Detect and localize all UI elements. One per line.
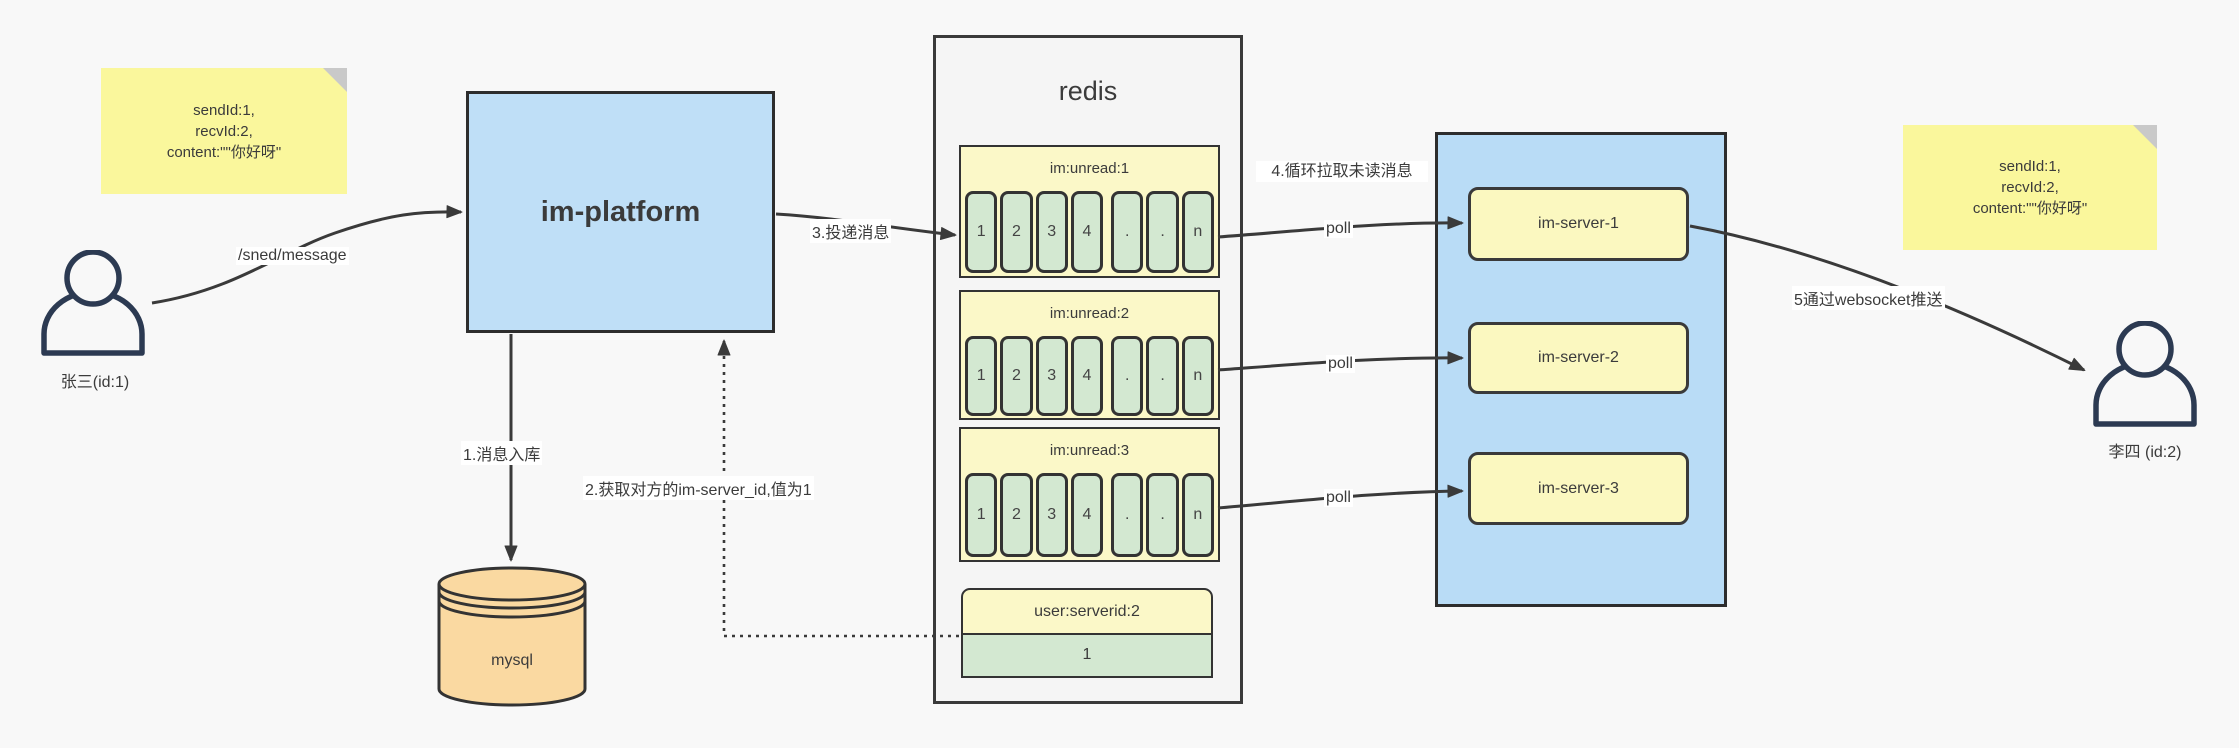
note-fold-icon bbox=[2133, 125, 2157, 149]
queue-cell: . bbox=[1146, 336, 1179, 416]
note-line: content:""你好呀" bbox=[1972, 200, 2088, 217]
note-line: sendId:1, bbox=[193, 101, 255, 119]
queue-cell: 3 bbox=[1035, 336, 1068, 416]
edge-label-poll-1: poll bbox=[1324, 220, 1353, 238]
edge-label-step1: 1.消息入库 bbox=[461, 441, 543, 465]
queue-cell: . bbox=[1111, 191, 1144, 273]
queue-im-unread-1: im:unread:1 1 2 3 4 . . n bbox=[959, 145, 1220, 278]
im-server-1-node: im-server-1 bbox=[1468, 187, 1689, 261]
im-server-3-label: im-server-3 bbox=[1538, 479, 1619, 497]
edge-label-poll-2: poll bbox=[1326, 355, 1355, 373]
note-fold-icon bbox=[323, 68, 347, 92]
queue-cell: 2 bbox=[1000, 473, 1033, 557]
queue-cell: 4 bbox=[1070, 336, 1104, 416]
note-message-left: sendId:1, recvId:2, content:""你好呀" bbox=[101, 68, 347, 194]
kv-value-label: 1 bbox=[961, 635, 1213, 678]
edge-label-poll-3: poll bbox=[1324, 489, 1353, 507]
queue-cell: . bbox=[1146, 191, 1179, 273]
queue-name: im:unread:3 bbox=[1049, 442, 1130, 459]
edge-label-step5: 5通过websocket推送 bbox=[1792, 286, 1945, 310]
note-line: recvId:2, bbox=[2001, 179, 2059, 196]
queue-im-unread-2: im:unread:2 1 2 3 4 . . n bbox=[959, 290, 1220, 420]
person-receiver-label: 李四 (id:2) bbox=[2108, 444, 2182, 461]
queue-cell: n bbox=[1181, 336, 1214, 416]
im-platform-label: im-platform bbox=[540, 195, 701, 228]
note-line: content:""你好呀" bbox=[166, 143, 282, 161]
person-sender-icon bbox=[41, 250, 145, 356]
im-server-3-node: im-server-3 bbox=[1468, 452, 1689, 525]
queue-name: im:unread:1 bbox=[1049, 160, 1130, 177]
queue-cell: . bbox=[1111, 336, 1144, 416]
queue-cell: 1 bbox=[965, 336, 998, 416]
kv-key-label: user:serverid:2 bbox=[961, 588, 1213, 635]
person-sender-label: 张三(id:1) bbox=[60, 374, 130, 391]
queue-cell: 2 bbox=[1000, 336, 1033, 416]
queue-cells: 1 2 3 4 . . n bbox=[961, 191, 1218, 273]
im-server-1-label: im-server-1 bbox=[1538, 215, 1619, 232]
kv-user-serverid: user:serverid:2 1 bbox=[961, 588, 1213, 678]
person-receiver-icon bbox=[2093, 321, 2197, 427]
queue-cell: n bbox=[1181, 473, 1214, 557]
im-server-2-label: im-server-2 bbox=[1538, 349, 1619, 366]
edge-label-step2: 2.获取对方的im-server_id,值为1 bbox=[583, 476, 814, 500]
queue-name: im:unread:2 bbox=[1049, 305, 1130, 322]
redis-title: redis bbox=[1058, 76, 1118, 106]
note-message-right: sendId:1, recvId:2, content:""你好呀" bbox=[1903, 125, 2157, 250]
queue-cells: 1 2 3 4 . . n bbox=[961, 336, 1218, 416]
queue-cell: n bbox=[1181, 191, 1214, 273]
im-server-2-node: im-server-2 bbox=[1468, 322, 1689, 394]
note-line: recvId:2, bbox=[195, 122, 253, 140]
im-platform-node: im-platform bbox=[466, 91, 775, 333]
queue-cell: 3 bbox=[1035, 191, 1068, 273]
queue-cell: . bbox=[1146, 473, 1179, 557]
queue-cell: 3 bbox=[1035, 473, 1068, 557]
queue-cell: 4 bbox=[1070, 191, 1104, 273]
mysql-label: mysql bbox=[491, 652, 533, 669]
edge-label-step3: 3.投递消息 bbox=[810, 219, 892, 243]
queue-cell: . bbox=[1111, 473, 1144, 557]
queue-cell: 1 bbox=[965, 473, 998, 557]
note-line: sendId:1, bbox=[1999, 158, 2061, 175]
queue-im-unread-3: im:unread:3 1 2 3 4 . . n bbox=[959, 427, 1220, 562]
queue-cell: 4 bbox=[1070, 473, 1104, 557]
queue-cell: 1 bbox=[965, 191, 998, 273]
edge-label-send-message: /sned/message bbox=[236, 247, 349, 265]
mysql-cylinder-icon bbox=[437, 566, 587, 707]
queue-cell: 2 bbox=[1000, 191, 1033, 273]
queue-cells: 1 2 3 4 . . n bbox=[961, 473, 1218, 557]
edge-label-step4: 4.循环拉取未读消息 bbox=[1256, 161, 1428, 182]
